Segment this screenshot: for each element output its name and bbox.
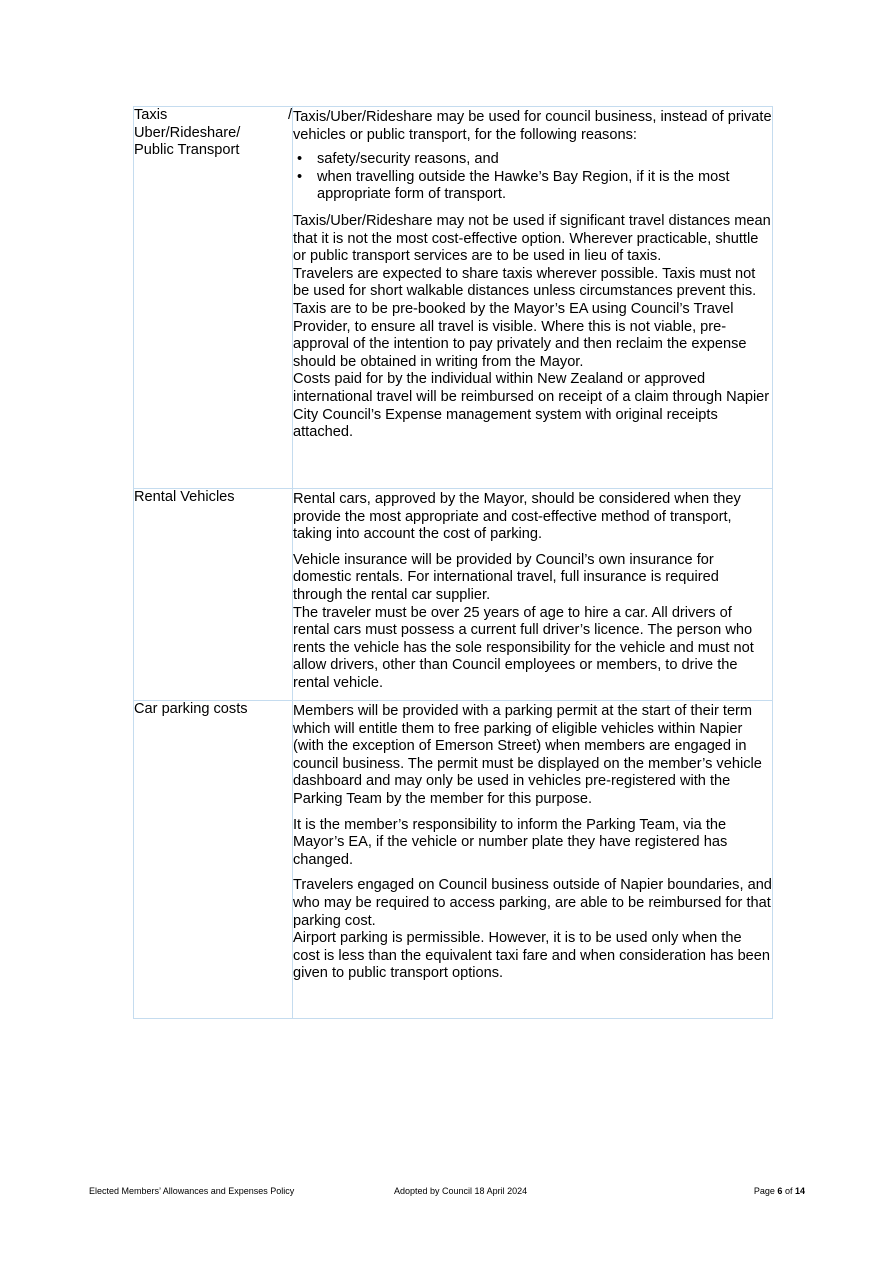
list-item: safety/security reasons, and — [297, 151, 772, 169]
taxis-reasons-list: safety/security reasons, and when travel… — [293, 151, 772, 204]
footer-page-of: of — [784, 1186, 793, 1196]
taxis-intro: Taxis/Uber/Rideshare may be used for cou… — [293, 109, 772, 143]
parking-para-airport: Airport parking is permissible. However,… — [293, 930, 771, 982]
rental-para-insurance: Vehicle insurance will be provided by Co… — [293, 551, 719, 603]
footer-page-number: Page 6 of 14 — [754, 1186, 805, 1197]
row-body-taxis: Taxis/Uber/Rideshare may be used for cou… — [292, 106, 773, 489]
footer-adopted-date: Adopted by Council 18 April 2024 — [394, 1186, 528, 1196]
row-body-parking: Members will be provided with a parking … — [292, 700, 773, 1019]
table-row-rental-vehicles: Rental Vehicles Rental cars, approved by… — [133, 488, 773, 701]
taxis-para-prebook: Taxis are to be pre-booked by the Mayor’… — [293, 300, 747, 370]
row-label-rental: Rental Vehicles — [133, 488, 293, 701]
table-row-taxis: Taxis / Uber/Rideshare/ Public Transport… — [133, 106, 773, 489]
footer-policy-title: Elected Members’ Allowances and Expenses… — [89, 1186, 295, 1196]
taxis-para-reimburse: Costs paid for by the individual within … — [293, 371, 770, 441]
policy-table: Taxis / Uber/Rideshare/ Public Transport… — [133, 106, 773, 1019]
row-body-rental: Rental cars, approved by the Mayor, shou… — [292, 488, 773, 701]
footer-page-total: 14 — [794, 1186, 805, 1196]
parking-para-permit: Members will be provided with a parking … — [293, 703, 762, 807]
row-label-parking: Car parking costs — [133, 700, 293, 1019]
parking-label: Car parking costs — [134, 701, 248, 717]
table-row-car-parking: Car parking costs Members will be provid… — [133, 700, 773, 1019]
taxis-para-cost: Taxis/Uber/Rideshare may not be used if … — [293, 212, 771, 265]
footer-page-word: Page — [753, 1186, 775, 1196]
rental-para-age: The traveler must be over 25 years of ag… — [293, 604, 754, 691]
rental-label: Rental Vehicles — [134, 489, 235, 505]
footer-page-current: 6 — [777, 1186, 783, 1196]
taxis-label-line3: Public Transport — [134, 142, 240, 158]
rental-para-approval: Rental cars, approved by the Mayor, shou… — [293, 491, 741, 543]
row-label-taxis: Taxis / Uber/Rideshare/ Public Transport — [133, 106, 293, 489]
list-item: when travelling outside the Hawke’s Bay … — [297, 169, 772, 204]
parking-para-outside: Travelers engaged on Council business ou… — [293, 877, 772, 929]
taxis-label-line1: Taxis — [134, 107, 168, 123]
taxis-label-slash: / — [287, 107, 292, 123]
taxis-label-line2: Uber/Rideshare/ — [134, 124, 241, 141]
parking-para-responsibility: It is the member’s responsibility to inf… — [293, 816, 728, 868]
taxis-para-share: Travelers are expected to share taxis wh… — [293, 265, 757, 300]
